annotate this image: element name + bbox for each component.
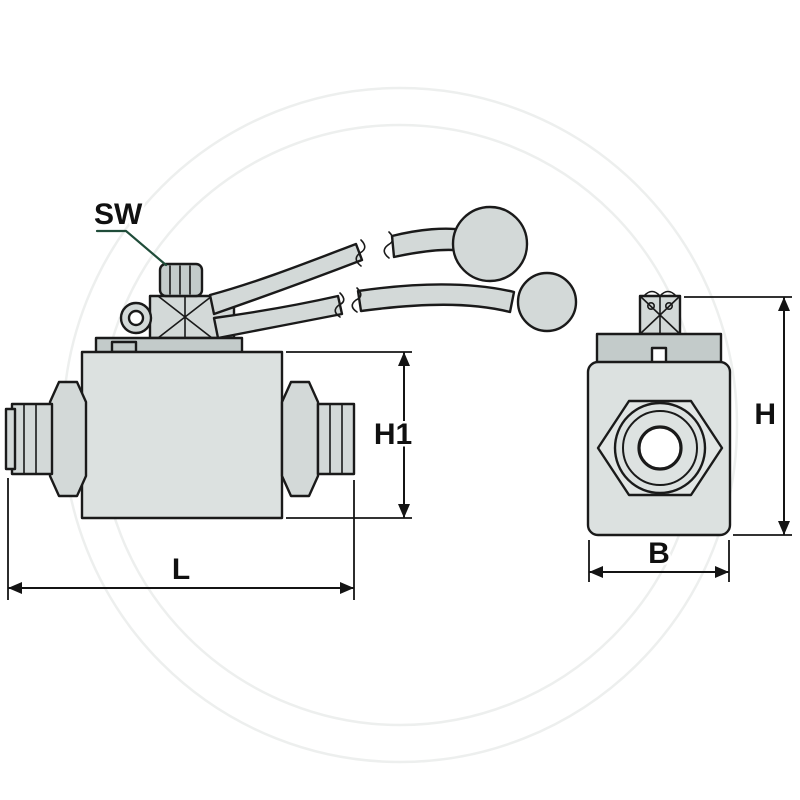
handle-lower-arm-segment-2 <box>356 283 516 314</box>
port-chamfer-circle <box>622 410 698 486</box>
front-stem-curl-right <box>664 301 673 310</box>
side-view: SW H1 L <box>4 196 578 600</box>
mounting-plate-step <box>110 340 138 354</box>
h-label: H <box>754 398 776 431</box>
end-view: H B <box>586 290 792 582</box>
l-label: L <box>172 553 190 586</box>
front-plate-notch <box>650 346 668 365</box>
stem-cap <box>158 262 204 298</box>
front-stem-curl-left <box>646 301 655 310</box>
handle-lower-arm-segment-1 <box>212 294 344 340</box>
stem-eye-hole <box>127 309 145 327</box>
port-bore <box>637 425 683 471</box>
front-stem-spring-detail <box>643 290 677 297</box>
sw-label: SW <box>94 198 143 231</box>
stem-cross-hatch <box>157 295 213 339</box>
right-port-thread <box>316 402 356 476</box>
front-stem-cross-hatch <box>639 295 681 335</box>
left-port-end-cap <box>4 407 17 471</box>
valve-body <box>80 350 284 520</box>
handle-upper-ball <box>451 205 529 283</box>
sw-leader-line <box>95 229 168 267</box>
stem-cap-ribs <box>169 265 191 295</box>
handle-upper-break-line-1 <box>355 239 366 267</box>
handle-lower-ball <box>516 271 578 333</box>
handle-lower-break-line-1 <box>334 292 345 318</box>
handle-upper-break-line-2 <box>383 231 394 259</box>
left-port-thread <box>10 402 54 476</box>
right-thread-detail-lines <box>329 403 343 475</box>
left-thread-detail-lines <box>23 403 37 475</box>
left-port-hex-nut <box>48 380 88 498</box>
b-label: B <box>648 537 670 570</box>
handle-lower-break-line-2 <box>351 287 362 313</box>
h1-label: H1 <box>374 418 412 451</box>
right-port-hex-nut <box>280 380 320 498</box>
handle-upper-arm-segment-1 <box>208 242 364 316</box>
